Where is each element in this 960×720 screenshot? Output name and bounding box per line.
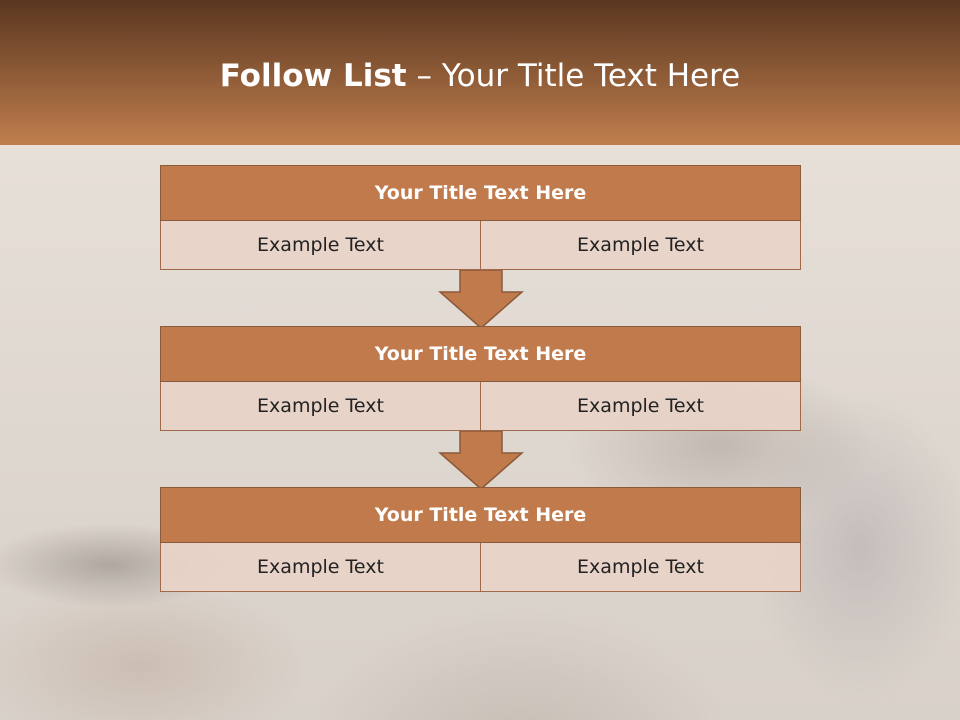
down-arrow-icon bbox=[438, 431, 524, 490]
flow-block-title: Your Title Text Here bbox=[160, 487, 801, 543]
flow-block-title: Your Title Text Here bbox=[160, 165, 801, 221]
title-bar: Follow List – Your Title Text Here bbox=[0, 0, 960, 145]
slide-title: Follow List – Your Title Text Here bbox=[0, 56, 960, 96]
slide-title-bold: Follow List bbox=[219, 58, 407, 94]
flow-block-1: Your Title Text Here Example Text Exampl… bbox=[160, 165, 801, 270]
down-arrow-icon bbox=[438, 270, 524, 329]
flow-block-row: Example Text Example Text bbox=[160, 543, 801, 592]
flow-block-cell-right: Example Text bbox=[481, 221, 801, 270]
flow-block-cell-left: Example Text bbox=[160, 382, 481, 431]
flow-block-cell-right: Example Text bbox=[481, 543, 801, 592]
flow-block-2: Your Title Text Here Example Text Exampl… bbox=[160, 326, 801, 431]
flow-block-cell-right: Example Text bbox=[481, 382, 801, 431]
flow-block-row: Example Text Example Text bbox=[160, 382, 801, 431]
flow-block-cell-left: Example Text bbox=[160, 543, 481, 592]
flow-block-title: Your Title Text Here bbox=[160, 326, 801, 382]
flow-block-row: Example Text Example Text bbox=[160, 221, 801, 270]
flow-block-3: Your Title Text Here Example Text Exampl… bbox=[160, 487, 801, 592]
flow-block-cell-left: Example Text bbox=[160, 221, 481, 270]
slide-title-rest: – Your Title Text Here bbox=[416, 58, 741, 94]
